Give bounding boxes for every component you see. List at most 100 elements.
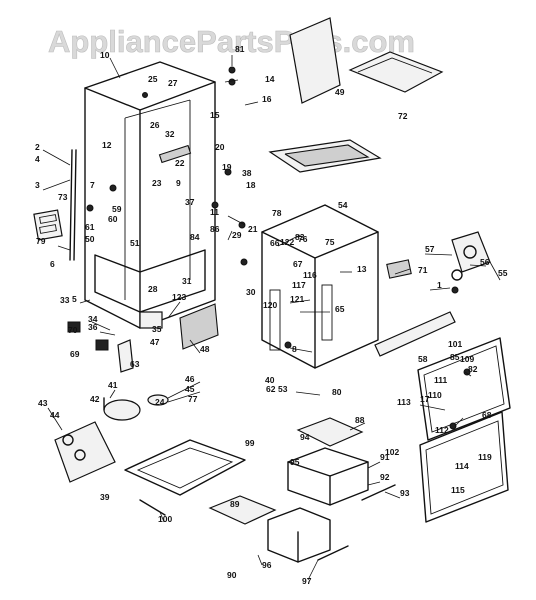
callout-label: 34 [88,314,98,324]
callout-label: 111 [434,375,448,385]
callout-label: 44 [50,410,60,420]
fasteners [67,66,471,430]
evaporator-parts [386,231,491,281]
callout-label: 90 [227,570,237,580]
leader-line [167,301,181,319]
callout-label: 17 [420,394,430,404]
drip-tray [268,139,382,173]
callout-label: 119 [478,452,492,462]
callout-label: 27 [168,78,178,88]
leader-line [289,347,313,353]
leader-line [159,511,165,523]
freezer-liner [261,204,379,369]
callout-label: 61 [85,222,95,232]
callout-label: 75 [325,237,335,247]
callout-label: 116 [303,270,317,280]
callout-label: 115 [451,485,465,495]
leader-line [224,79,239,83]
callout-label: 80 [332,387,342,397]
leader-line [349,422,366,431]
callout-label: 93 [400,488,410,498]
callout-label: 10 [100,50,110,60]
callout-label: 96 [262,560,272,570]
callout-label: 41 [108,380,118,390]
leader-line [394,268,411,275]
callout-label: 88 [355,415,365,425]
callout-label: 46 [185,374,195,384]
callout-label: 13 [357,264,367,274]
callout-label: 117 [292,280,306,290]
rail-90 [374,311,456,357]
callout-label: 97 [302,576,312,586]
callout-label: 84 [190,232,200,242]
leader-line [109,389,116,399]
watermark-text: AppliancePartsPros.com [48,24,415,59]
callout-label: 11 [210,207,219,217]
leader-line [42,179,71,191]
callout-label: 112 [435,425,449,435]
callout-labels: 1234567891011121314151617181920212223242… [35,44,508,586]
leader-line [419,404,446,411]
callout-label: 45 [185,384,195,394]
callout-label: 14 [265,74,275,84]
leader-line [289,299,311,304]
leader-line [109,57,121,79]
callout-label: 110 [428,390,442,400]
callout-label: 16 [262,94,272,104]
leader-line [79,299,91,304]
callout-label: 95 [290,457,300,467]
leader-line [91,321,111,331]
callout-label: 8 [292,344,297,354]
callout-label: 63 [130,359,140,369]
callout-label: 72 [398,111,408,121]
callout-label: 12 [102,140,112,150]
callout-label: 26 [150,120,160,130]
callout-label: 58 [418,354,428,364]
callout-label: 25 [148,74,158,84]
callout-label: 94 [300,432,310,442]
top-panels [289,17,444,104]
callout-label: 29 [232,230,242,240]
leader-line [57,245,71,251]
callout-label: 51 [130,238,140,248]
leader-line [367,481,381,486]
callout-label: 76 [298,234,308,244]
callout-label: 65 [335,304,345,314]
callout-label: 42 [90,394,100,404]
leader-line [277,234,301,247]
leader-line [429,287,451,291]
callout-label: 78 [272,208,282,218]
leader-line [469,264,487,267]
callout-label: 40 [265,375,275,385]
callout-label: 4 [35,154,40,164]
leader-line [227,230,233,241]
leader-line [489,261,501,281]
door-assembly [417,337,511,523]
callout-label: 120 [263,300,277,310]
control-panel [33,209,63,241]
callout-label: 73 [58,192,68,202]
callout-label: 99 [245,438,255,448]
leader-line [167,381,201,399]
callout-label: 36 [88,322,98,332]
callout-label: 24 [155,397,165,407]
leader-lines [42,55,501,581]
cabinet-assembly [69,61,216,329]
callout-label: 86 [210,224,220,234]
callout-label: 92 [380,472,390,482]
leader-line [227,215,246,226]
callout-label: 82 [468,364,478,374]
callout-label: 15 [210,110,220,120]
callout-label: 56 [480,257,490,267]
callout-label: 121 [290,294,304,304]
leader-line [307,559,319,581]
crisper-assembly [287,417,369,506]
callout-label: 55 [498,268,508,278]
leader-line [244,101,259,106]
compressor-assembly [54,394,169,483]
leader-line [47,407,63,431]
callout-label: 66 [270,238,280,248]
leader-line [257,554,263,566]
callout-label: 30 [246,287,256,297]
callout-label: 38 [242,168,252,178]
